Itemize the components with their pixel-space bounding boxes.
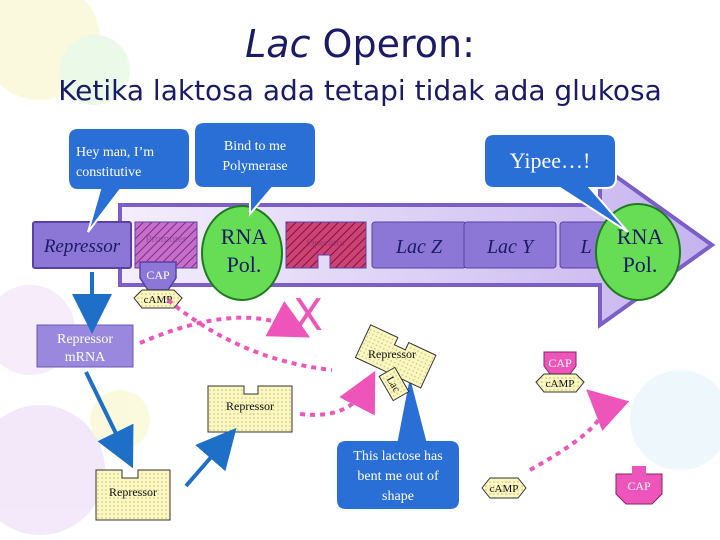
title-rest: Operon:	[310, 22, 475, 66]
repressor-protein-bottom-label: Repressor	[109, 485, 157, 499]
camp-bound-label: cAMP	[546, 378, 575, 390]
promoter-label: Promoter	[146, 233, 187, 245]
rna-polymerase-right	[595, 203, 681, 301]
arrow-cap-to-promoter	[166, 298, 333, 372]
arrow-repressor-to-lactose	[299, 370, 376, 417]
lac-a-label: L	[579, 236, 591, 258]
block-x-mark: X	[293, 290, 323, 341]
cap-free-label: CAP	[627, 479, 651, 493]
bubble-yipee	[483, 133, 629, 233]
cap-free	[615, 473, 663, 505]
rna-pol-left-line1: RNA	[221, 224, 268, 249]
bubble-bind-polymerase-text: Bind to me Polymerase	[222, 139, 288, 174]
arrow-mrna-to-operator	[139, 301, 311, 345]
cap-on-dna-label: CAP	[146, 268, 170, 282]
repressor-protein-bottom	[95, 469, 171, 521]
inactive-repressor-label: Repressor	[368, 347, 416, 361]
repressor-gene-box	[32, 221, 132, 269]
camp-free	[481, 477, 527, 499]
rna-pol-right-line2: Pol.	[623, 252, 658, 277]
bubble-bind-polymerase	[193, 121, 317, 217]
page-subtitle: Ketika laktosa ada tetapi tidak ada gluk…	[58, 74, 662, 107]
repressor-mrna-line1: Repressor	[57, 332, 113, 347]
operator-label: Operator	[306, 237, 345, 249]
lactose-molecule	[378, 366, 410, 402]
promoter-region	[134, 221, 198, 269]
repressor-protein-mid-label: Repressor	[226, 399, 274, 413]
repressor-gene-label: Repressor	[43, 236, 121, 257]
lac-z-label: Lac Z	[395, 236, 443, 258]
page-title: Lac Operon:	[0, 22, 720, 66]
camp-on-dna-label: cAMP	[144, 294, 173, 306]
cap-free-notch	[632, 466, 646, 476]
title-italic: Lac	[245, 22, 311, 66]
arrow-repressor-up	[184, 427, 237, 488]
arrow-camp-to-cap	[529, 389, 630, 472]
camp-free-label: cAMP	[490, 483, 519, 495]
bubble-constitutive	[67, 127, 191, 233]
cap-bound-label: CAP	[548, 356, 572, 370]
bubble-yipee-text: Yipee…!	[509, 148, 591, 173]
operator-region	[285, 221, 367, 269]
inactive-repressor	[354, 324, 437, 389]
arrow-mrna-to-repressor	[84, 371, 134, 469]
rna-pol-left-line2: Pol.	[227, 252, 262, 277]
repressor-mrna-line2: mRNA	[65, 350, 106, 365]
bubble-lactose-bent	[335, 379, 461, 511]
bubble-constitutive-text: Hey man, I’m constitutive	[76, 145, 155, 180]
camp-bound	[535, 373, 585, 393]
lac-y-label: Lac Y	[486, 236, 535, 258]
rna-polymerase-left	[201, 205, 283, 301]
bubble-lactose-bent-text: This lactose has bent me out of shape	[353, 449, 443, 504]
lac-y-gene	[463, 221, 557, 269]
